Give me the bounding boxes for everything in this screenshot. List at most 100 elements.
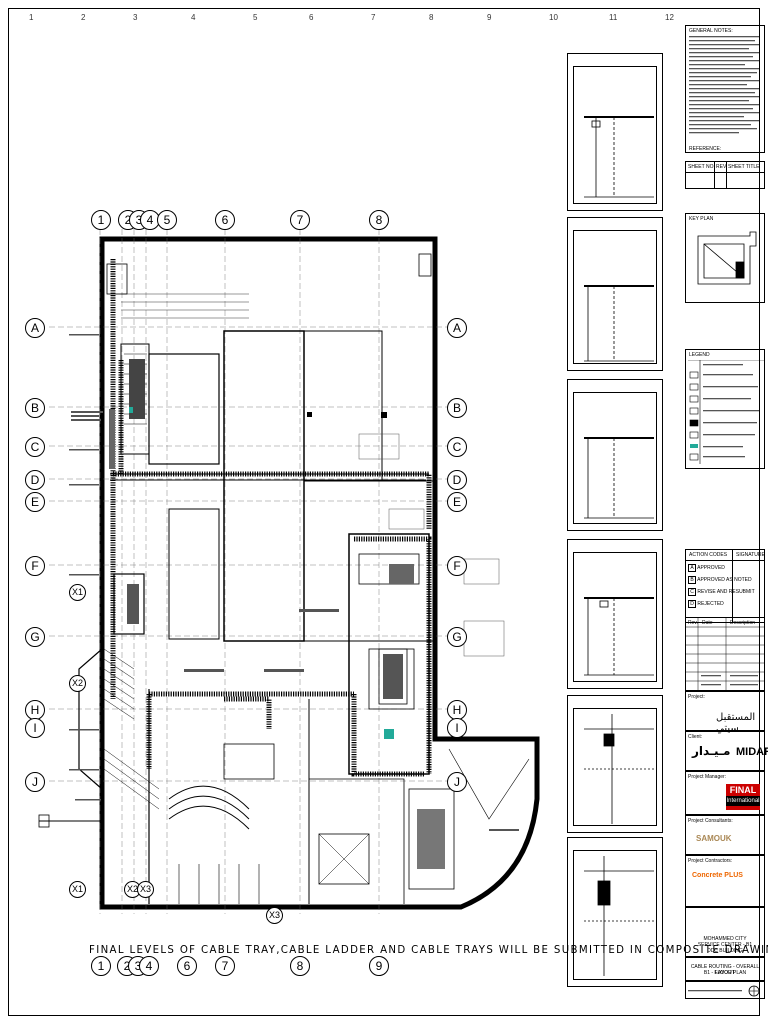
section-detail-sketch	[584, 285, 654, 362]
grid-bubble-row: A	[25, 318, 45, 338]
zone-number: 5	[253, 13, 258, 22]
sheet-table: SHEET NO. REV. SHEET TITLE	[685, 161, 765, 189]
section-detail-sketch	[584, 714, 654, 824]
revision-grid	[686, 618, 764, 690]
key-plan: KEY PLAN	[685, 213, 765, 303]
grid-bubble-row: I	[25, 718, 45, 738]
grid-bubble-col: 4	[139, 956, 159, 976]
notes-lines	[689, 36, 759, 134]
signature-header: SIGNATURE	[736, 552, 765, 558]
action-code-row: A APPROVED	[688, 564, 725, 572]
zone-number: 2	[81, 13, 86, 22]
drawing-number	[688, 985, 760, 997]
rev-col-header: Rev.	[688, 620, 698, 626]
general-notes: GENERAL NOTES: REFERENCE:	[685, 25, 765, 153]
grid-bubble-row: J	[447, 772, 467, 792]
zone-number: 3	[133, 13, 138, 22]
consultants-label: Project Consultants:	[688, 818, 733, 824]
project-label: Project:	[688, 694, 705, 700]
grid-bubble-col: 5	[157, 210, 177, 230]
revision-table: Rev. Date Description	[685, 617, 765, 691]
grid-bubble-row: B	[447, 398, 467, 418]
drawing-title-block: CABLE ROUTING - OVERALL LAYOUT B1 - FLOO…	[685, 957, 765, 981]
sheet-no-header: SHEET NO.	[688, 164, 715, 170]
grid-bubble-row: E	[25, 492, 45, 512]
legend-title: LEGEND	[689, 352, 710, 358]
grid-bubble-col: 6	[215, 210, 235, 230]
pm-block: Project Manager: FINAL International	[685, 771, 765, 815]
consultant-logo: SAMOUK	[696, 834, 732, 843]
project-title-block: MOHAMMED CITY SERVICE CENTER - B1 DDC BU…	[685, 907, 765, 957]
grid-bubble-col: 7	[215, 956, 235, 976]
section-detail-sketch	[584, 437, 654, 519]
contractor-logo: Concrete PLUS	[692, 872, 743, 879]
action-code-row: C REVISE AND RESUBMIT	[688, 588, 755, 596]
grid-bubble-row: D	[25, 470, 45, 490]
grid-bubble-extra: X3	[266, 907, 283, 924]
grid-bubble-row: F	[25, 556, 45, 576]
grid-bubble-row: G	[447, 627, 467, 647]
drawing-caption: FINAL LEVELS OF CABLE TRAY,CABLE LADDER …	[89, 945, 768, 956]
section-detail-sketch	[584, 116, 654, 198]
contractors-label: Project Contractors:	[688, 858, 733, 864]
zone-number: 8	[429, 13, 434, 22]
key-plan-sketch	[697, 231, 757, 285]
grid-bubble-row: C	[25, 437, 45, 457]
project-title-line: MOHAMMED CITY	[703, 936, 747, 942]
project-title-line: DDC BUILDING	[707, 948, 743, 954]
grid-bubble-extra: X1	[69, 584, 86, 601]
section-detail	[567, 217, 663, 371]
section-detail	[567, 695, 663, 833]
drawing-title-line: B1 - FLOOR PLAN	[703, 970, 747, 976]
section-detail	[567, 837, 663, 987]
zone-number: 11	[609, 13, 618, 22]
grid-bubble-row: I	[447, 718, 467, 738]
grid-bubble-row: H	[25, 700, 45, 720]
zone-number: 1	[29, 13, 34, 22]
sheet-title-header: SHEET TITLE	[728, 164, 760, 170]
pm-logo-bottom: International	[726, 796, 760, 806]
action-code-row: D REJECTED	[688, 600, 724, 608]
pm-logo: FINAL International	[726, 784, 760, 810]
grid-bubble-col: 1	[91, 956, 111, 976]
date-col-header: Date	[702, 620, 713, 626]
zone-number: 12	[665, 13, 674, 22]
project-title-line: SERVICE CENTER - B1	[697, 942, 753, 948]
grid-bubble-col: 9	[369, 956, 389, 976]
legend-rows	[688, 360, 764, 464]
grid-bubble-row: D	[447, 470, 467, 490]
pm-logo-top: FINAL	[729, 785, 757, 795]
grid-bubble-row: C	[447, 437, 467, 457]
legend: LEGEND	[685, 349, 765, 469]
consultants-block: Project Consultants: SAMOUK	[685, 815, 765, 855]
client-logo-latin: MIDAR	[736, 746, 768, 758]
drawing-number-block	[685, 981, 765, 999]
grid-bubble-row: F	[447, 556, 467, 576]
grid-bubble-col: 6	[177, 956, 197, 976]
contractors-block: Project Contractors: Concrete PLUS	[685, 855, 765, 907]
reference-heading: REFERENCE:	[689, 146, 722, 152]
section-detail-sketch	[584, 597, 654, 676]
client-block: Client: مـيـدار MIDAR	[685, 731, 768, 771]
grid-bubble-extra: X2	[69, 675, 86, 692]
grid-bubble-row: B	[25, 398, 45, 418]
desc-col-header: Description	[730, 620, 756, 626]
section-detail	[567, 379, 663, 531]
section-detail	[567, 53, 663, 211]
grid-bubble-col: 8	[290, 956, 310, 976]
grid-bubble-row: E	[447, 492, 467, 512]
zone-number: 4	[191, 13, 196, 22]
client-logo-arabic: مـيـدار	[692, 744, 731, 758]
client-label: Client:	[688, 734, 703, 740]
project-logo: المستقبل سيتي	[716, 712, 756, 734]
project-block: Project: المستقبل سيتي	[685, 691, 765, 734]
floor-plan	[38, 229, 540, 914]
section-detail-sketch	[584, 856, 654, 976]
grid-bubble-col: 8	[369, 210, 389, 230]
grid-bubble-row: A	[447, 318, 467, 338]
zone-number: 6	[309, 13, 314, 22]
grid-bubble-extra: X1	[69, 881, 86, 898]
grid-bubble-extra: X3	[137, 881, 154, 898]
section-detail	[567, 539, 663, 689]
zone-number: 10	[549, 13, 558, 22]
